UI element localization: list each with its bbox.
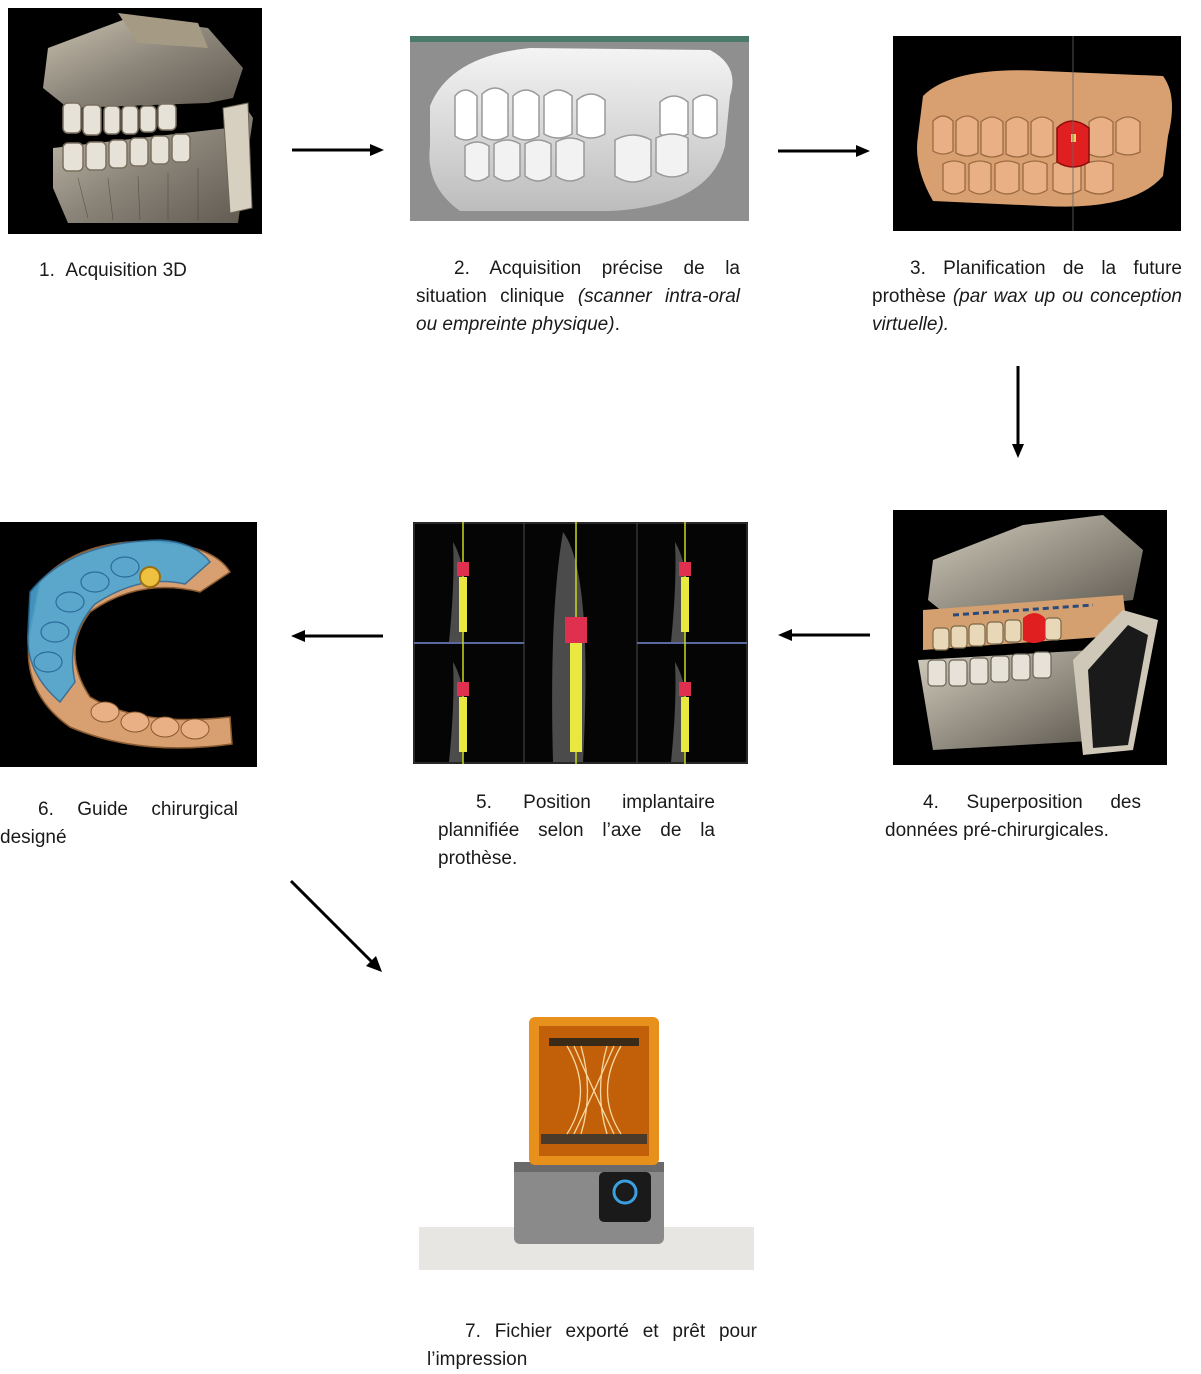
arrow-5-to-6 bbox=[289, 626, 385, 646]
caption-step-4: 4. Superposition des données pré-chirurg… bbox=[885, 789, 1141, 845]
caption-step-1-number: 1. bbox=[39, 260, 55, 281]
step-3-image bbox=[893, 36, 1181, 231]
step-6-image bbox=[0, 522, 257, 767]
arrow-6-to-7 bbox=[286, 876, 386, 976]
arrow-1-to-2 bbox=[290, 140, 386, 160]
caption-step-1: 1. Acquisition 3D bbox=[39, 257, 269, 285]
arrow-2-to-3 bbox=[776, 141, 872, 161]
caption-step-7: 7. Fichier exporté et prêt pour l’impres… bbox=[427, 1318, 757, 1374]
caption-step-3-number: 3. bbox=[910, 258, 926, 279]
step-1-image bbox=[8, 8, 262, 234]
caption-step-2: 2. Acquisition précise de la situation c… bbox=[416, 255, 740, 339]
caption-step-5: 5. Position implantaire plannifiée selon… bbox=[438, 789, 715, 873]
caption-step-3: 3. Planification de la future prothèse (… bbox=[872, 255, 1182, 339]
caption-step-2-number: 2. bbox=[454, 258, 470, 279]
caption-step-1-text: Acquisition 3D bbox=[65, 260, 186, 281]
caption-step-7-number: 7. bbox=[465, 1321, 481, 1342]
step-4-image bbox=[893, 510, 1167, 765]
caption-step-2-tail: . bbox=[615, 314, 620, 335]
caption-step-4-number: 4. bbox=[923, 792, 939, 813]
step-5-image bbox=[413, 522, 748, 764]
step-2-image bbox=[410, 36, 749, 221]
caption-step-5-number: 5. bbox=[476, 792, 492, 813]
caption-step-6-text: Guide chirurgical designé bbox=[0, 799, 238, 848]
arrow-4-to-5 bbox=[776, 625, 872, 645]
arrow-3-to-4 bbox=[1008, 364, 1028, 460]
caption-step-6: 6. Guide chirurgical designé bbox=[0, 796, 238, 852]
step-7-image bbox=[419, 1012, 754, 1270]
caption-step-6-number: 6. bbox=[38, 799, 54, 820]
